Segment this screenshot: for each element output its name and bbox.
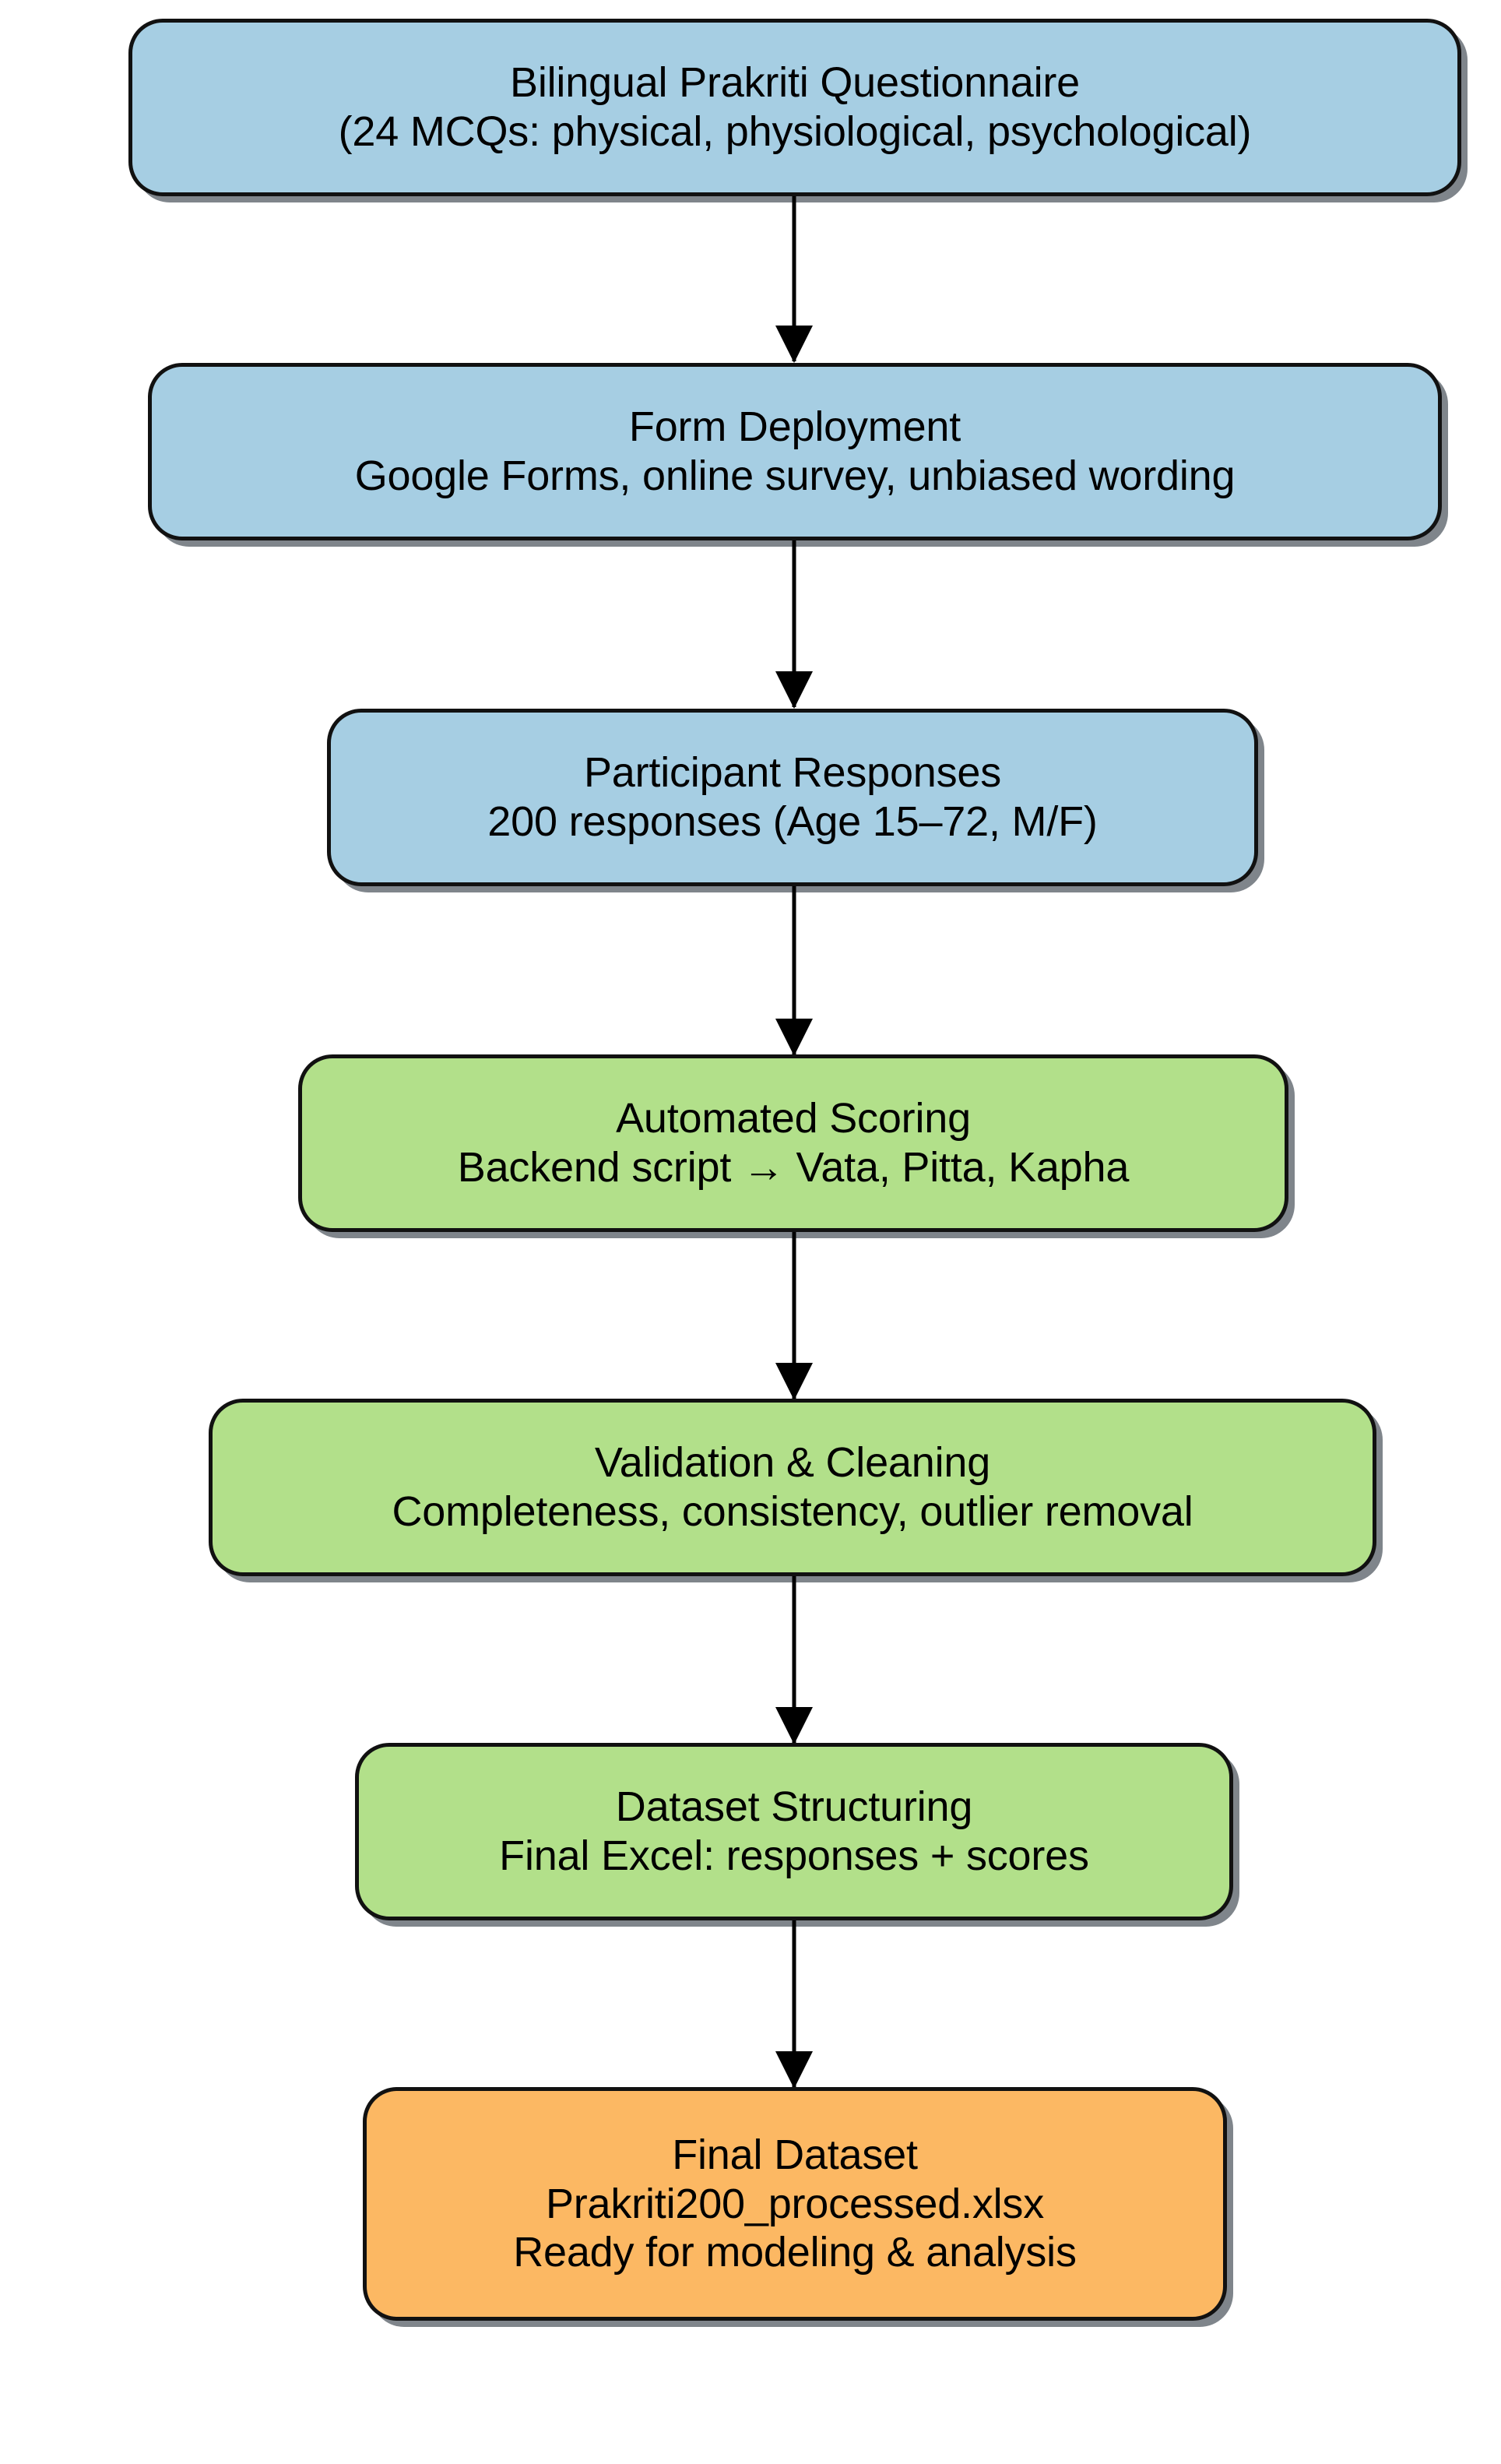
arrow-head-icon — [775, 326, 813, 363]
node-final-dataset-line-1: Final Dataset — [672, 2131, 918, 2179]
arrow-head-icon — [775, 2051, 813, 2089]
node-questionnaire-line-1: Bilingual Prakriti Questionnaire — [510, 59, 1080, 107]
arrow-head-icon — [775, 1019, 813, 1056]
arrow-head-icon — [775, 671, 813, 709]
arrow-stem — [792, 1920, 796, 2087]
node-questionnaire[interactable]: Bilingual Prakriti Questionnaire (24 MCQ… — [128, 19, 1461, 196]
arrow-stem — [792, 540, 796, 707]
node-questionnaire-line-2: (24 MCQs: physical, physiological, psych… — [338, 108, 1252, 155]
node-validation-cleaning-line-2: Completeness, consistency, outlier remov… — [392, 1488, 1193, 1535]
node-automated-scoring-line-2: Backend script → Vata, Pitta, Kapha — [457, 1144, 1130, 1191]
node-participant-responses[interactable]: Participant Responses 200 responses (Age… — [327, 709, 1258, 886]
node-participant-responses-line-1: Participant Responses — [583, 749, 1002, 797]
node-automated-scoring-line-1: Automated Scoring — [616, 1095, 971, 1142]
arrow-head-icon — [775, 1707, 813, 1744]
arrow-stem — [792, 1576, 796, 1743]
node-final-dataset-line-2: Prakriti200_processed.xlsx — [545, 2180, 1045, 2227]
node-dataset-structuring-line-1: Dataset Structuring — [615, 1783, 973, 1831]
node-participant-responses-line-2: 200 responses (Age 15–72, M/F) — [487, 798, 1098, 845]
node-dataset-structuring[interactable]: Dataset Structuring Final Excel: respons… — [355, 1743, 1233, 1920]
arrow-head-icon — [775, 1363, 813, 1400]
node-validation-cleaning[interactable]: Validation & Cleaning Completeness, cons… — [209, 1399, 1376, 1576]
arrow-stem — [792, 196, 796, 361]
node-validation-cleaning-line-1: Validation & Cleaning — [594, 1439, 991, 1487]
node-final-dataset-line-3: Ready for modeling & analysis — [513, 2229, 1077, 2276]
arrow-stem — [792, 886, 796, 1054]
node-automated-scoring[interactable]: Automated Scoring Backend script → Vata,… — [298, 1054, 1288, 1232]
arrow-stem — [792, 1232, 796, 1399]
node-form-deployment-line-1: Form Deployment — [628, 403, 961, 451]
node-form-deployment[interactable]: Form Deployment Google Forms, online sur… — [148, 363, 1442, 540]
node-final-dataset[interactable]: Final Dataset Prakriti200_processed.xlsx… — [363, 2087, 1227, 2321]
node-dataset-structuring-line-2: Final Excel: responses + scores — [499, 1832, 1089, 1879]
node-form-deployment-line-2: Google Forms, online survey, unbiased wo… — [354, 452, 1236, 499]
